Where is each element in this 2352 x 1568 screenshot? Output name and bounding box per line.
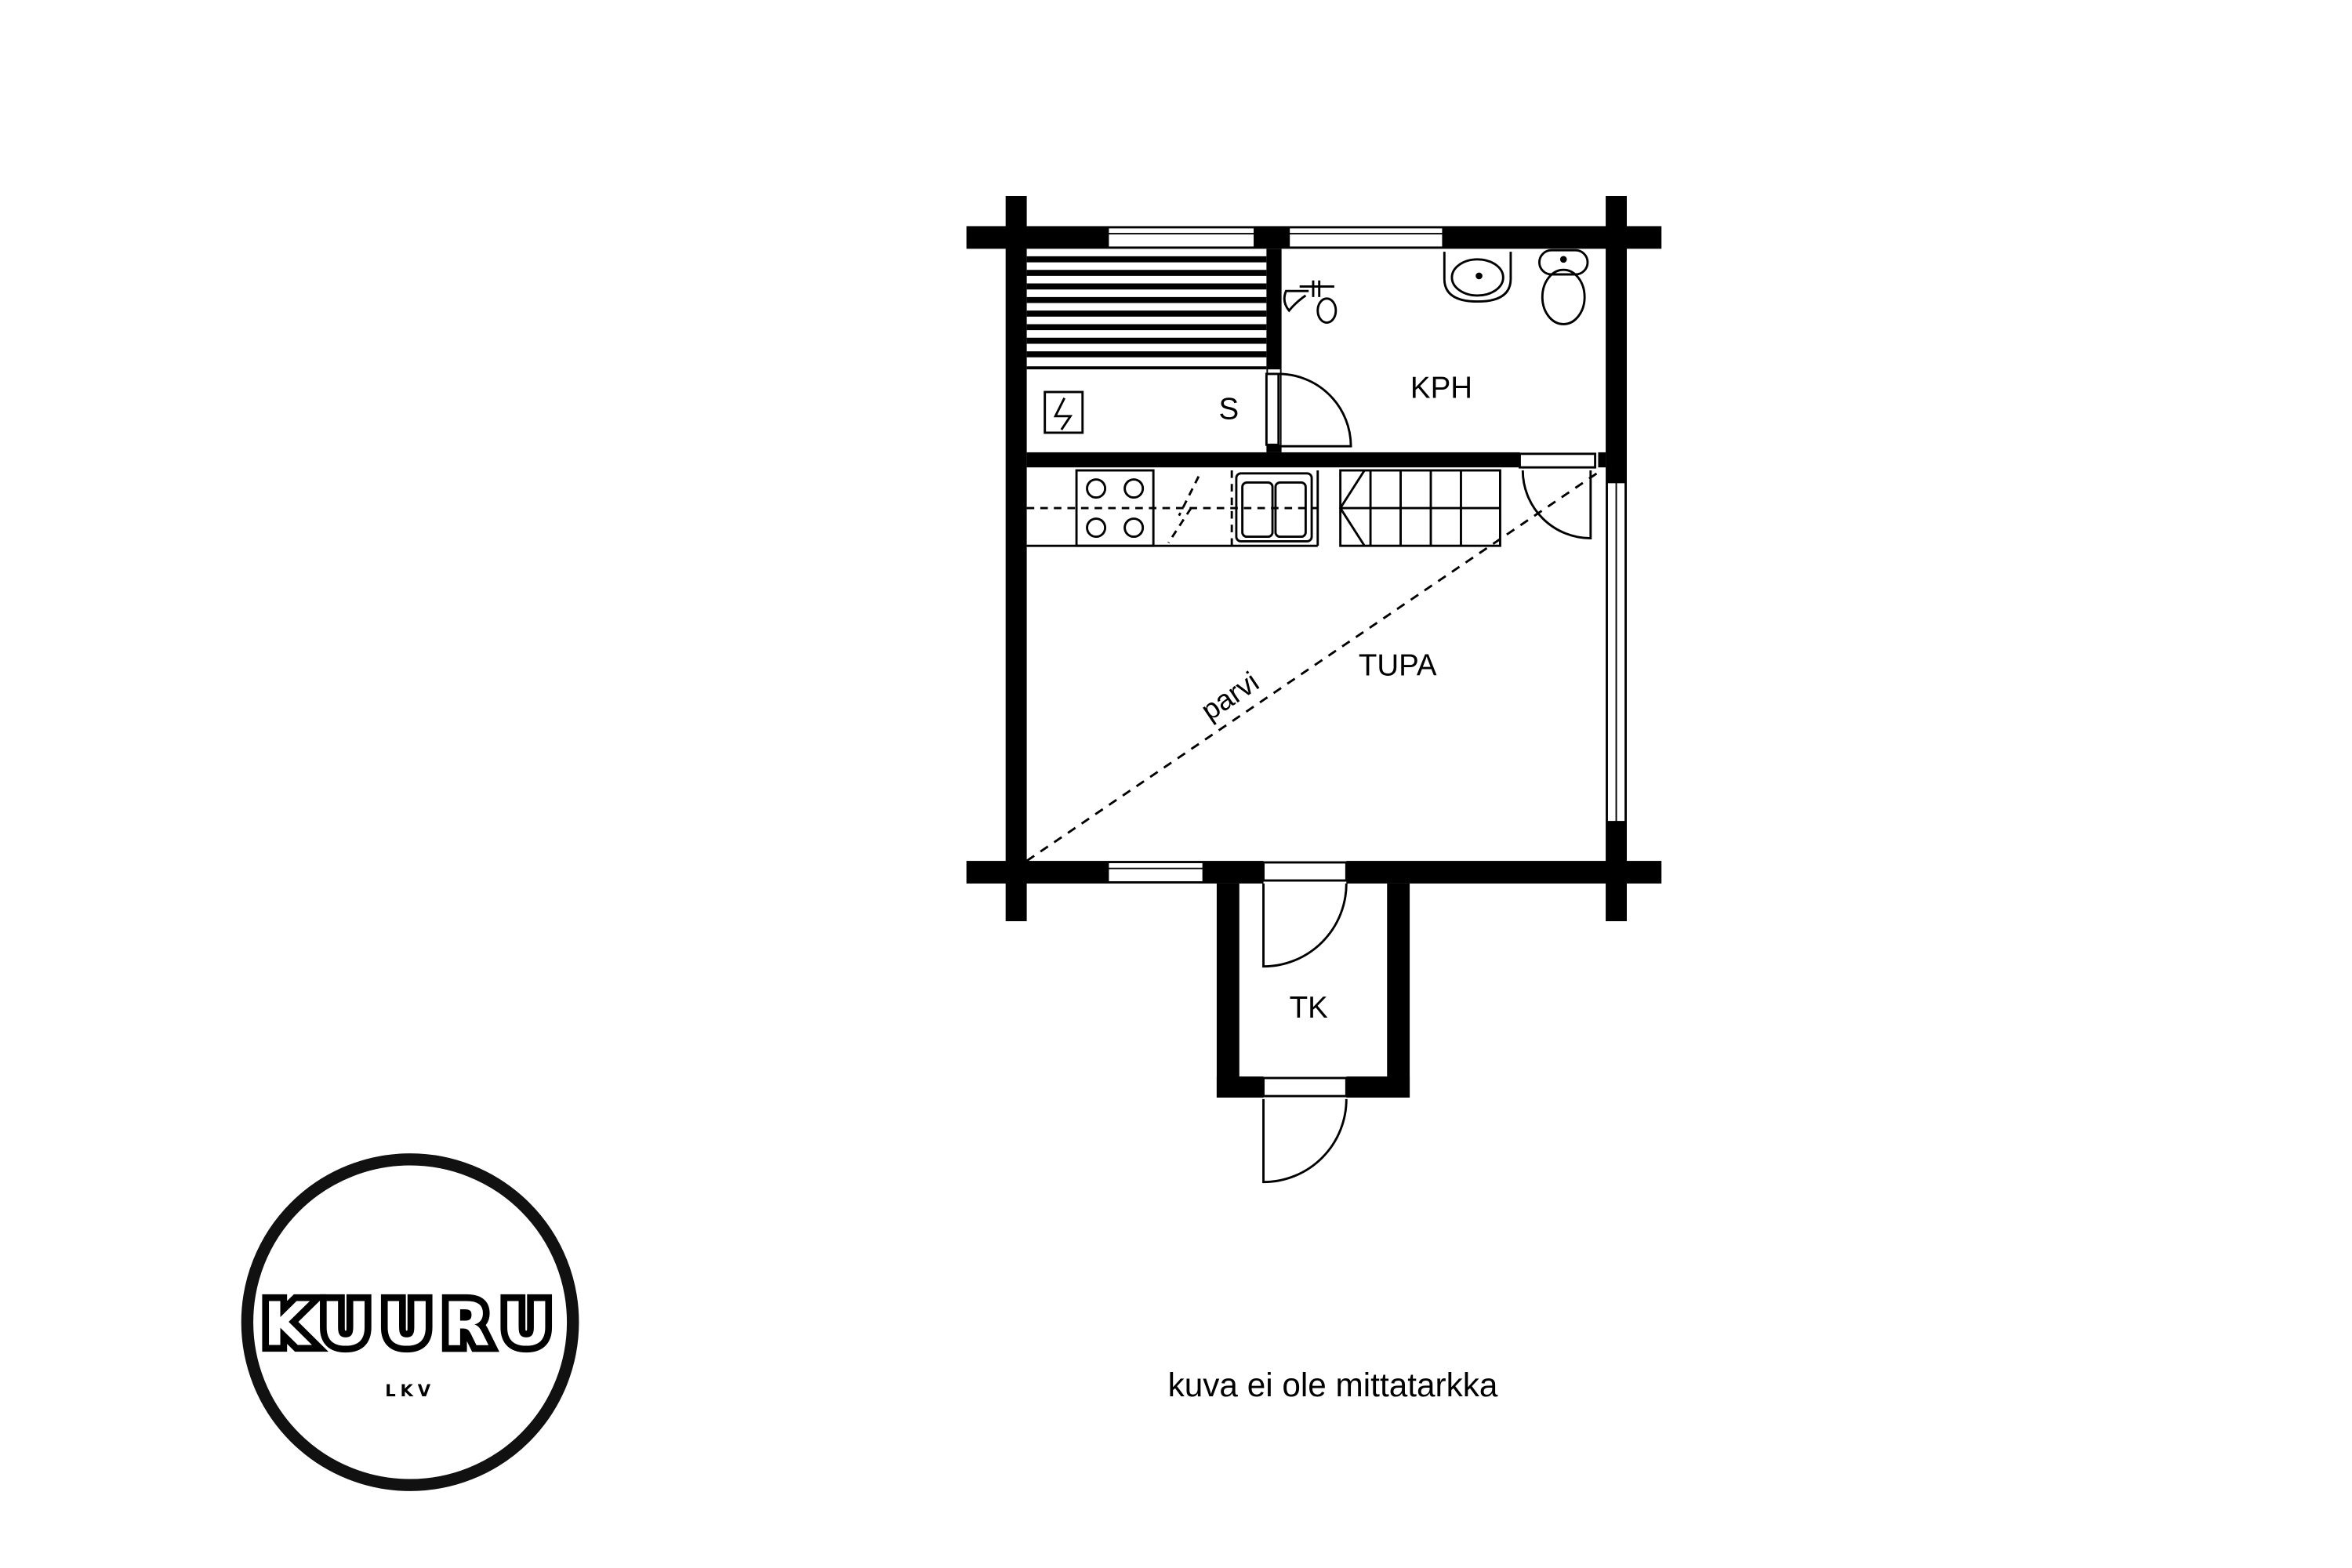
room-label-vestibule: TK xyxy=(1290,991,1328,1025)
logo-name: KUURU xyxy=(263,1290,563,1359)
logo-subtitle: LKV xyxy=(385,1381,435,1400)
shower-icon xyxy=(1283,280,1338,324)
windows xyxy=(1107,227,1627,883)
stove-icon xyxy=(1075,469,1155,547)
walls xyxy=(966,196,1662,1098)
doors xyxy=(1262,372,1597,1184)
stairs-icon xyxy=(1338,469,1501,547)
room-label-sauna: S xyxy=(1218,393,1239,426)
kuuru-logo: KUURU LKV xyxy=(241,1153,579,1491)
toilet-icon xyxy=(1538,249,1589,325)
scale-disclaimer: kuva ei ole mittatarkka xyxy=(1168,1367,1498,1403)
kitchen-counter xyxy=(1026,469,1319,547)
sink-icon xyxy=(1443,252,1512,303)
room-label-living-room: TUPA xyxy=(1359,649,1437,683)
sauna-benches-icon xyxy=(1026,256,1267,370)
room-label-bathroom: KPH xyxy=(1410,372,1472,405)
loft-edge-line xyxy=(1025,469,1602,862)
kitchen-sink-icon xyxy=(1235,472,1313,543)
room-label-loft: parvi xyxy=(1195,666,1265,727)
sauna-stove-icon xyxy=(1044,390,1084,434)
